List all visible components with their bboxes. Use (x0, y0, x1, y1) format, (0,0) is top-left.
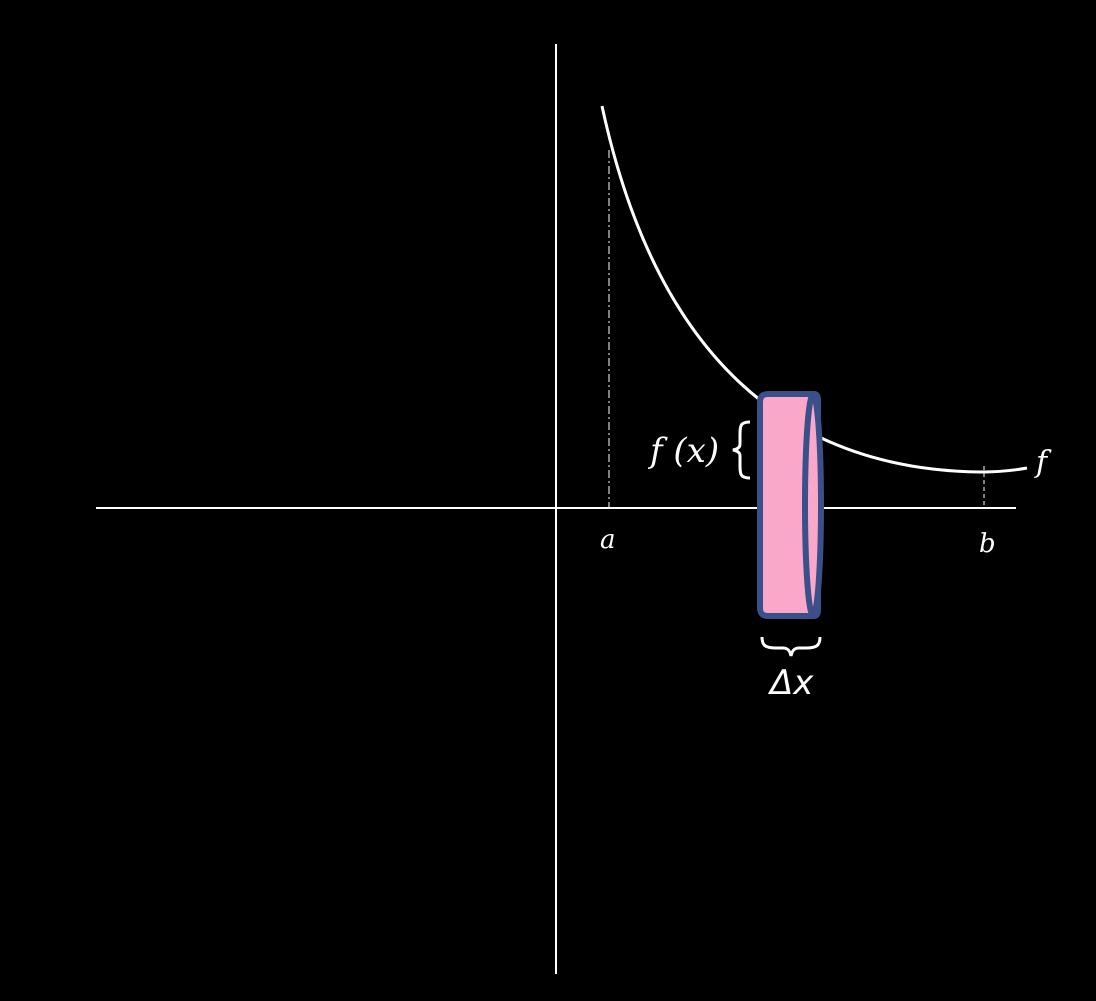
disk-face (802, 392, 824, 618)
delta-x-brace (760, 636, 822, 657)
disk-slab (757, 391, 824, 619)
fx-brace (732, 420, 751, 480)
label-a: a (600, 525, 616, 555)
label-fx: f (x) (647, 431, 719, 471)
label-f: f (1034, 445, 1052, 480)
label-b: b (979, 529, 996, 559)
label-delta-x: Δx (767, 663, 814, 703)
